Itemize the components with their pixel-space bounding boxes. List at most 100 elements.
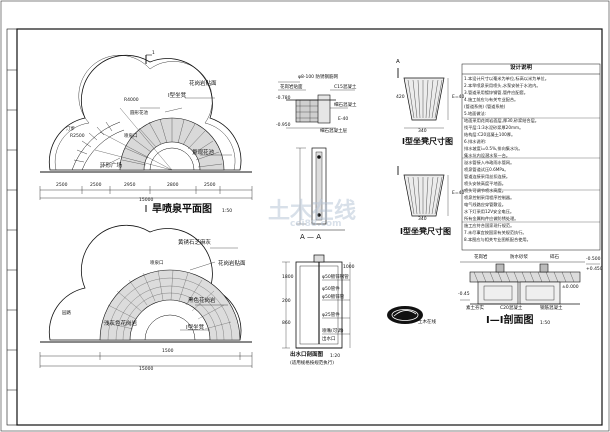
watermark-main: 土木在线 (268, 199, 357, 224)
stamp-text: 土木在线 (418, 320, 436, 325)
pipe-label-6: 出水口 (322, 337, 336, 342)
top-plan-label-5: 环形广场 (100, 163, 123, 169)
section-label-2: 防水砂浆 (510, 255, 528, 260)
pipe-dim-4: 1000 (343, 265, 355, 270)
bench-top-dim-w: 340 (418, 129, 427, 134)
bench-top-mark: A (396, 59, 400, 65)
top-plan-dim-1: 2500 (56, 183, 68, 188)
design-note-line: 3.管道采用镀锌钢管,管件应配套。 (464, 90, 528, 95)
pipe-label-2: φ50管件 (322, 287, 340, 292)
section-scale: 1:50 (540, 321, 551, 326)
section-label-4: C20混凝土 (500, 306, 523, 311)
bench-bottom-title: I型坐凳尺寸图 (400, 227, 451, 236)
design-note-line: 管道连接采用丝扣连接。 (464, 174, 511, 179)
design-notes-title: 设计说明 (510, 65, 533, 71)
section-dim-3: ±0.000 (562, 285, 579, 290)
detail-a-section-title: A — A (300, 233, 322, 241)
top-plan-dim-5: 2500 (204, 183, 216, 188)
design-note-line: 施工应符合国家现行规范。 (464, 223, 515, 228)
pipe-label-4: φ25管件 (322, 313, 340, 318)
design-note-line: 电气线路应穿管敷设。 (464, 202, 506, 207)
design-note-line: 5.地面做法: (464, 111, 487, 116)
top-plan-total-dim: 15000 (139, 198, 154, 203)
top-plan-dim-2: 2500 (90, 183, 102, 188)
section-dim-1: -0.45 (458, 292, 470, 297)
detail-a-dim-2: -0.950 (276, 123, 291, 128)
top-plan-section-mark: 1 (152, 51, 155, 56)
bottom-plan-label-1: 黄锈石芝麻灰 (178, 240, 212, 246)
design-note-line: 地面采用花岗岩面层,厚30,砂浆结合层。 (464, 118, 539, 123)
bottom-plan-label-5: 浅灰色花岗岩 (104, 321, 138, 327)
design-note-line: 8.本图应与相关专业图纸配合使用。 (464, 237, 531, 242)
pipe-label-5: 喷嘴(可调) (322, 329, 344, 334)
design-note-line: 排水坡度i=0.5%,排向集水坑。 (464, 146, 523, 151)
pipe-title: 出水口剖面图 (290, 352, 324, 358)
pipe-subtitle: (适用规格按规范执行) (290, 361, 335, 366)
bottom-plan-label-3: 花岗岩贴面 (218, 261, 246, 267)
pipe-dim-2: 200 (282, 299, 291, 304)
detail-a-label-1: φ8-100 防锈钢筋网 (298, 75, 338, 80)
top-plan-label-1: 花岗岩贴面 (189, 81, 217, 87)
bottom-plan-total-dim: 15000 (139, 367, 154, 372)
bottom-plan-label-6: 园路 (62, 311, 71, 316)
bench-top-dim-side: 420 (396, 95, 405, 100)
design-note-line: 喷头可调节喷水高度。 (464, 188, 506, 193)
design-note-line: 2.本旱喷泉采用喷头,水泵安装于水池内。 (464, 83, 541, 88)
section-dim-2: -0.500 (586, 257, 601, 262)
design-note-line: 7.未尽事宜按国家有关规范执行。 (464, 230, 527, 235)
bench-top (397, 68, 449, 129)
detail-a-dim-3: E-40 (338, 117, 349, 122)
plan-inner-outline (54, 55, 236, 171)
top-plan-label-6: 圆形花池 (130, 111, 148, 116)
bottom-plan-label-2: 喷泉口 (150, 261, 164, 266)
top-plan-radius-1: R2500 (70, 134, 85, 139)
design-note-line: 4.施工前应与有关专业配合。 (464, 97, 519, 102)
design-note-line: 喷泉管道试压0.6MPa。 (464, 167, 509, 172)
logo-stamp (387, 306, 423, 324)
section-label-3: 碎石 (550, 255, 559, 260)
bottom-plan-label-4: 黑色花岗岩 (188, 298, 216, 304)
bench-top-title: I型坐凳尺寸图 (402, 137, 453, 146)
watermark-sub: coi88.com (290, 219, 342, 229)
pipe-dim-3: 860 (282, 321, 291, 326)
top-plan (39, 54, 253, 212)
bottom-plan-label-7: I型坐凳 (186, 325, 205, 331)
plan-outline (48, 54, 242, 171)
bench-bottom-dim-w: 340 (418, 217, 427, 222)
plan2-ring (99, 269, 241, 341)
section-dim-4: +0.450 (586, 267, 603, 272)
design-notes-frame (461, 63, 601, 251)
top-plan-label-3: 汀步 (66, 127, 75, 132)
section-title: I—I剖面图 (486, 315, 534, 326)
design-note-line: 喷泉控制采用程序控制器。 (464, 195, 515, 200)
pipe-detail (282, 254, 351, 349)
top-plan-label-7: 喷泉口 (124, 134, 138, 139)
detail-a-label-5: 细石混凝土层 (320, 129, 347, 134)
design-note-line: 溢水管接入市政雨水管网。 (464, 160, 515, 165)
design-note-line: (管道系统) (管道系统) (464, 104, 506, 109)
design-note-line: 1.本设计尺寸以毫米为单位,标高以米为单位。 (464, 76, 549, 81)
design-note-line: 所有金属构件应做防锈处理。 (464, 216, 519, 221)
detail-a-label-4: 细石混凝土 (334, 103, 357, 108)
top-plan-scale: 1:50 (222, 209, 233, 214)
top-plan-label-4: 景观花池 (192, 150, 215, 156)
side-strip (6, 28, 18, 426)
top-plan-title: 旱喷泉平面图 (152, 204, 212, 215)
design-note-line: 找平层:1:3水泥砂浆厚20mm。 (464, 125, 524, 130)
design-note-line: 6.排水说明: (464, 139, 487, 144)
top-plan-dim-3: 2950 (124, 183, 136, 188)
pipe-label-1: φ50镀锌钢管 (322, 275, 349, 280)
section-view (460, 261, 600, 305)
top-plan-label-2: I型坐凳 (168, 93, 187, 99)
design-note-line: 集水坑内设潜水泵一台。 (464, 153, 511, 158)
bottom-plan (39, 224, 253, 368)
section-label-6: 素土夯实 (466, 306, 484, 311)
detail-a (278, 81, 355, 231)
top-plan-dim-4: 2800 (167, 183, 179, 188)
bench-bottom (397, 166, 449, 217)
bench-bottom-dim-h: E=40 (452, 191, 465, 196)
pipe-label-3: φ50镀锌管 (322, 295, 345, 300)
detail-a-label-2: 花岗岩贴面 (280, 85, 303, 90)
